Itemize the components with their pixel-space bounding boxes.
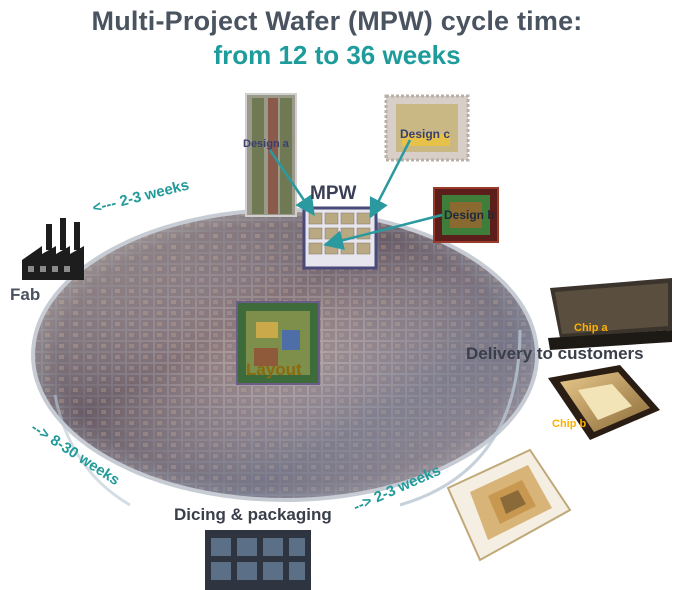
design-c-image <box>384 94 470 162</box>
design-b-label: Design b <box>444 208 495 222</box>
page-subtitle: from 12 to 36 weeks <box>213 40 461 70</box>
design-b-image <box>433 187 499 243</box>
chip-a-image <box>548 278 672 350</box>
arrow-design-a <box>268 149 315 217</box>
fab-label: Fab <box>10 285 41 304</box>
dicing-image <box>205 530 311 590</box>
design-a-label: Design a <box>243 138 289 150</box>
duration-fab-to-mpw: <--- 2-3 weeks <box>91 176 191 216</box>
arrow-design-b <box>323 213 443 250</box>
page-title: Multi-Project Wafer (MPW) cycle time: <box>91 6 583 36</box>
mpw-box <box>302 206 378 270</box>
package-chip-image <box>446 448 572 562</box>
factory-icon <box>22 218 84 280</box>
mpw-label: MPW <box>310 183 357 204</box>
design-c-label: Design c <box>400 127 451 141</box>
chip-b-label: Chip b <box>552 418 587 430</box>
design-a-image <box>245 93 297 217</box>
layout-label: Layout <box>246 360 302 379</box>
chip-a-label: Chip a <box>574 322 608 334</box>
dicing-label: Dicing & packaging <box>174 505 332 524</box>
arrow-design-c <box>369 139 412 219</box>
chip-b-image <box>548 365 660 440</box>
layout-image <box>236 301 320 385</box>
delivery-label: Delivery to customers <box>466 344 644 363</box>
